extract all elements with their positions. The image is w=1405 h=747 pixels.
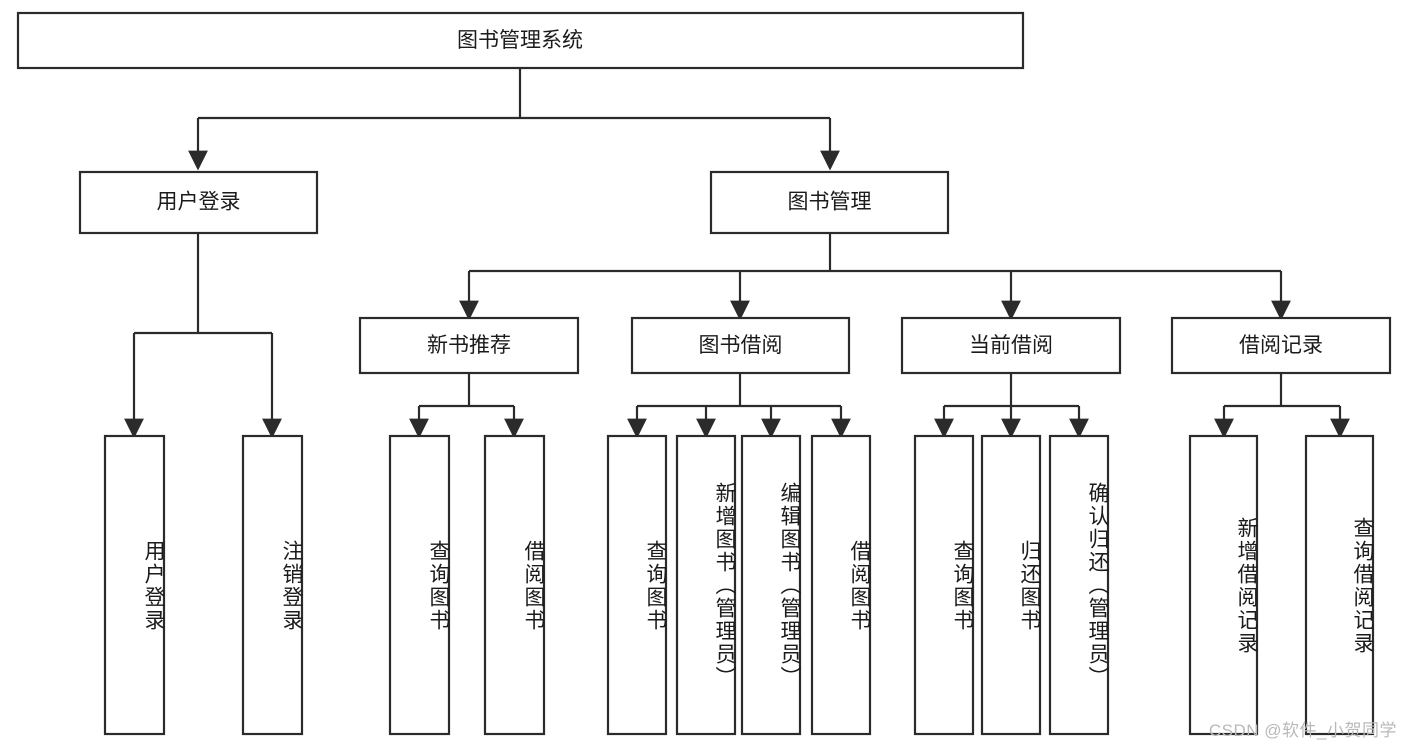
node-leaf-borrow-book-1-box[interactable]: [483, 434, 546, 736]
node-user-login[interactable]: 用户登录: [78, 170, 319, 235]
connector-group-book-borrow: [627, 373, 851, 439]
node-root[interactable]: 图书管理系统: [16, 11, 1025, 70]
node-leaf-query-book-3-box[interactable]: [913, 434, 975, 736]
node-user-login-box[interactable]: [78, 170, 319, 235]
node-leaf-query-record-box[interactable]: [1304, 434, 1375, 736]
node-borrow-records-box[interactable]: [1170, 316, 1392, 375]
node-root-label: 图书管理系统: [457, 29, 583, 52]
node-new-book-recommend-box[interactable]: [358, 316, 580, 375]
connector-group-root: [188, 68, 840, 171]
node-leaf-query-book-2-box[interactable]: [606, 434, 668, 736]
node-book-management[interactable]: 图书管理: [709, 170, 950, 235]
node-leaf-add-book-box[interactable]: [675, 434, 737, 736]
node-current-borrow[interactable]: 当前借阅: [900, 316, 1122, 375]
node-book-management-box[interactable]: [709, 170, 950, 235]
node-leaf-borrow-book-2-box[interactable]: [810, 434, 872, 736]
node-book-borrow-label: 图书借阅: [699, 334, 783, 357]
csdn-watermark: CSDN @软件_小贺同学: [1208, 721, 1397, 740]
node-book-borrow-box[interactable]: [630, 316, 851, 375]
node-new-book-recommend[interactable]: 新书推荐: [358, 316, 580, 375]
node-leaf-query-book-1-box[interactable]: [388, 434, 451, 736]
connector-group-user-login: [124, 233, 282, 439]
node-borrow-records[interactable]: 借阅记录: [1170, 316, 1392, 375]
node-leaf-logout-box[interactable]: [241, 434, 304, 736]
node-leaf-user-login-box[interactable]: [103, 434, 166, 736]
node-leaf-confirm-return-box[interactable]: [1048, 434, 1110, 736]
node-borrow-records-label: 借阅记录: [1239, 334, 1323, 357]
node-leaf-add-record-box[interactable]: [1188, 434, 1259, 736]
connector-group-borrow-records: [1214, 373, 1350, 439]
node-leaf-edit-book-box[interactable]: [740, 434, 802, 736]
connector-group-current-borrow: [934, 373, 1089, 439]
node-book-management-label: 图书管理: [788, 191, 872, 214]
node-current-borrow-box[interactable]: [900, 316, 1122, 375]
node-root-box[interactable]: [16, 11, 1025, 70]
node-book-borrow[interactable]: 图书借阅: [630, 316, 851, 375]
node-leaf-return-book-box[interactable]: [980, 434, 1042, 736]
node-user-login-label: 用户登录: [157, 191, 241, 214]
connector-group-book-mgmt: [459, 233, 1291, 321]
node-new-book-recommend-label: 新书推荐: [427, 334, 511, 357]
node-current-borrow-label: 当前借阅: [969, 334, 1053, 357]
connector-group-new-book: [409, 373, 524, 439]
